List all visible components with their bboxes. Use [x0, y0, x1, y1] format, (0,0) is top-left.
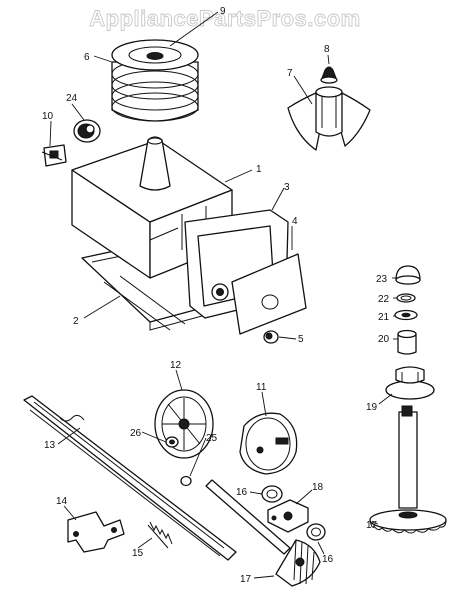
callout-14: 14 — [56, 496, 68, 507]
callout-7: 7 — [287, 68, 293, 79]
watermark-text: AppliancePartsPros.com — [89, 6, 360, 31]
callout-5: 5 — [298, 334, 304, 345]
part-knob[interactable] — [73, 119, 101, 143]
part-bearing-16b[interactable] — [306, 523, 326, 541]
callout-10: 10 — [42, 111, 54, 122]
part-nut-26[interactable] — [165, 436, 179, 448]
callout-9: 9 — [220, 6, 226, 17]
callout-4: 4 — [292, 216, 298, 227]
part-washer-21[interactable] — [394, 309, 418, 321]
part-pulley[interactable] — [111, 39, 199, 122]
callout-13: 13 — [44, 440, 56, 451]
part-nut-25[interactable] — [180, 475, 192, 487]
part-gear-19[interactable] — [385, 366, 435, 400]
part-drive-bar[interactable] — [23, 395, 237, 561]
callout-26: 26 — [130, 428, 142, 439]
part-blade-cap[interactable] — [320, 66, 338, 84]
callout-23: 23 — [376, 274, 388, 285]
part-plug[interactable] — [263, 330, 279, 344]
callout-16-lower: 16 — [322, 554, 334, 565]
callout-8: 8 — [324, 44, 330, 55]
callout-20: 20 — [378, 334, 390, 345]
part-spring[interactable] — [147, 521, 173, 549]
callout-21: 21 — [378, 312, 390, 323]
part-bearing-16a[interactable] — [261, 485, 283, 503]
callout-11: 11 — [256, 382, 267, 393]
callout-2: 2 — [73, 316, 79, 327]
callout-19: 19 — [366, 402, 378, 413]
callout-15: 15 — [132, 548, 144, 559]
leader-lines — [49, 11, 398, 579]
callout-12: 12 — [170, 360, 182, 371]
part-ring-22[interactable] — [396, 293, 416, 303]
callout-24: 24 — [66, 93, 78, 104]
part-shaft-lower[interactable] — [205, 479, 291, 555]
callout-17-right: 17 — [366, 520, 378, 531]
part-bracket[interactable] — [67, 511, 125, 553]
callout-6: 6 — [84, 52, 90, 63]
part-gasket[interactable] — [231, 253, 307, 335]
callout-16-upper: 16 — [236, 487, 248, 498]
part-switch[interactable] — [43, 144, 67, 167]
part-cap-23[interactable] — [395, 265, 421, 285]
callout-numbers: 9 6 8 7 24 10 1 3 4 5 2 23 22 21 20 19 1… — [42, 6, 390, 585]
part-cam[interactable] — [239, 412, 298, 475]
part-wheel[interactable] — [154, 389, 214, 459]
part-bevel-gear[interactable] — [275, 539, 321, 587]
part-block-18[interactable] — [267, 499, 309, 533]
part-blade[interactable] — [287, 86, 371, 151]
callout-25: 25 — [206, 433, 218, 444]
part-shaft-right[interactable] — [369, 405, 447, 534]
callout-17-lower: 17 — [240, 574, 252, 585]
callout-18: 18 — [312, 482, 324, 493]
callout-3: 3 — [284, 182, 290, 193]
part-bushing-20[interactable] — [397, 329, 417, 355]
callout-22: 22 — [378, 294, 390, 305]
callout-1: 1 — [256, 164, 262, 175]
